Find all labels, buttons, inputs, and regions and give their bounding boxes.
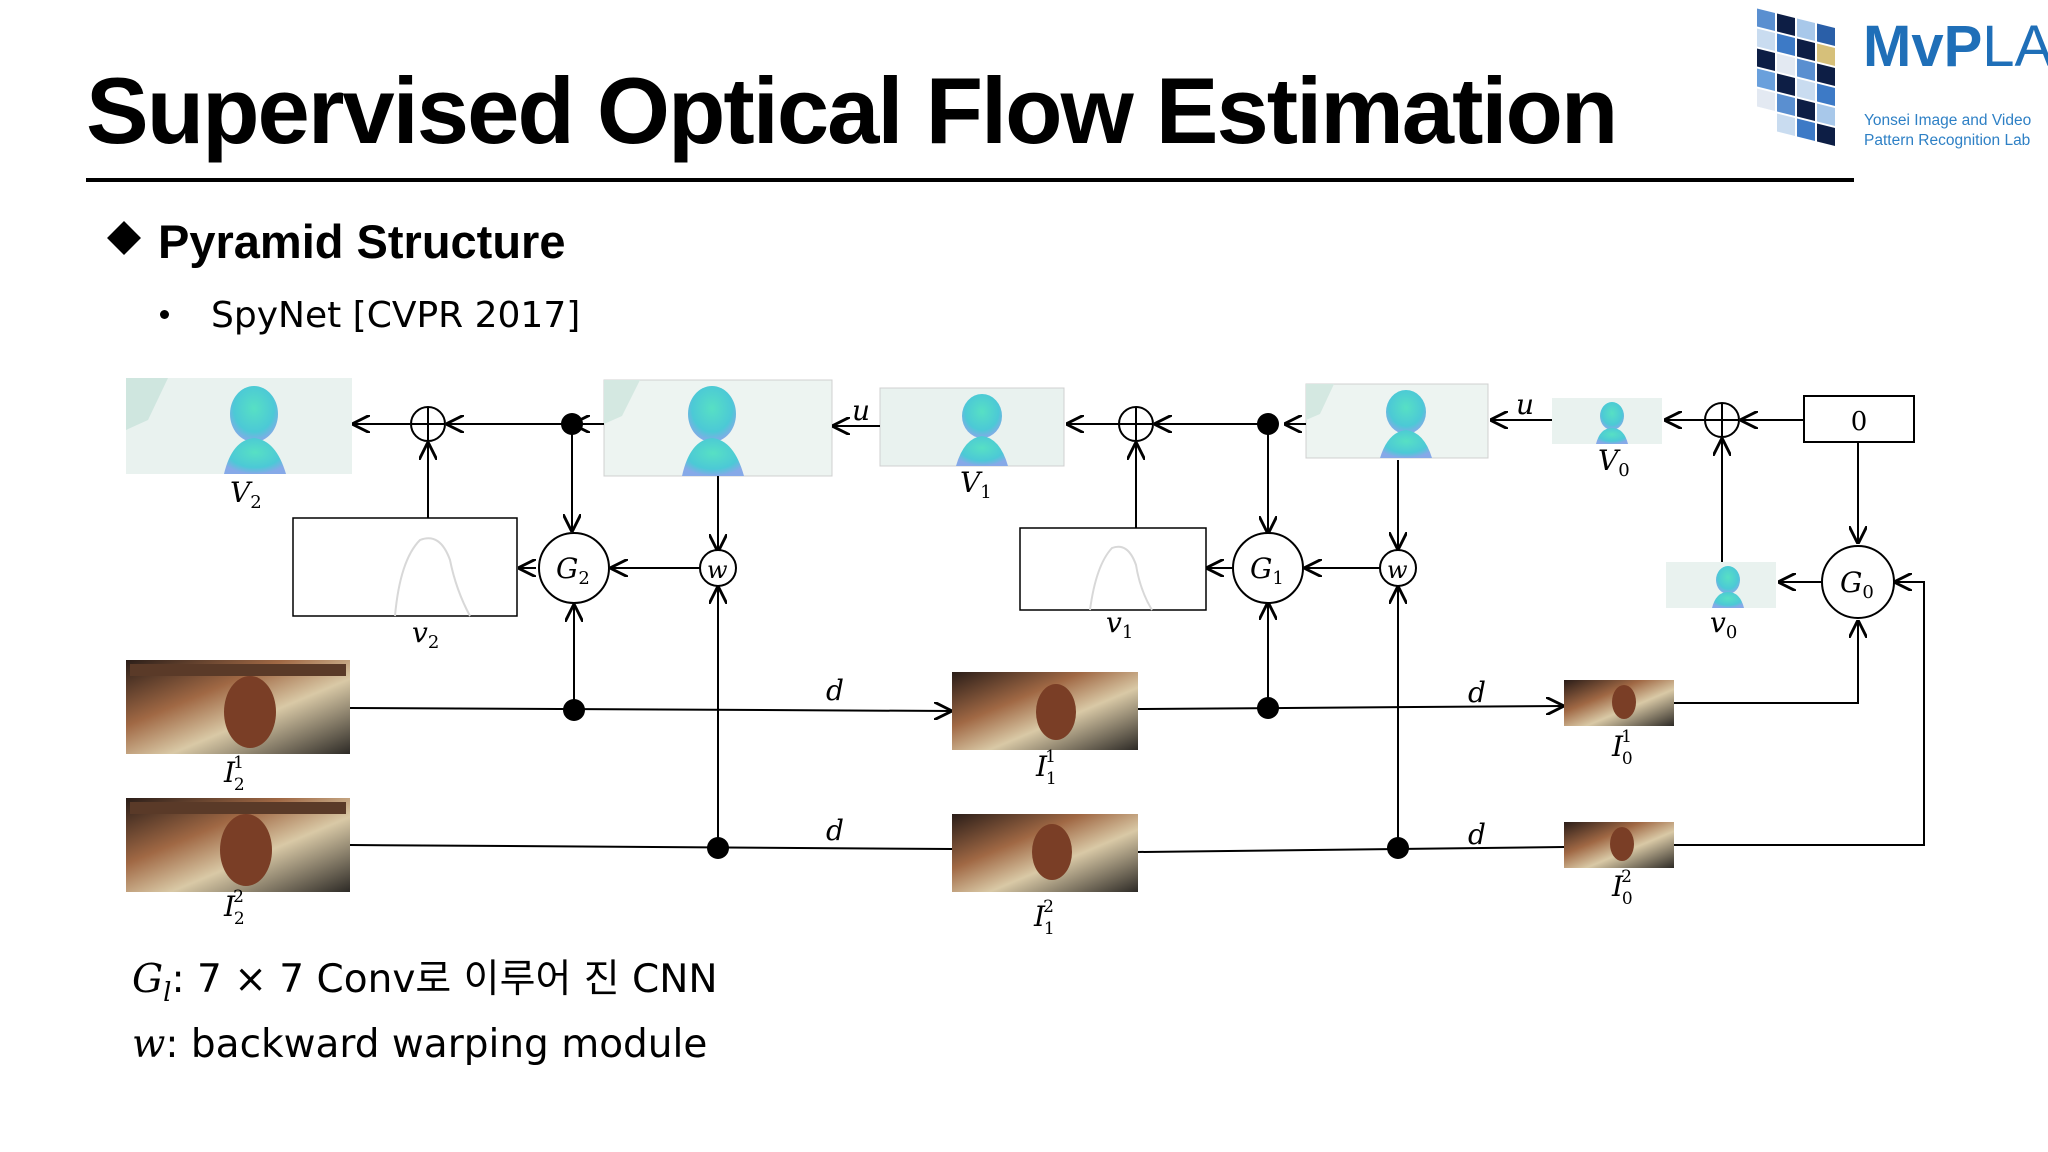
cnn-nodes bbox=[538, 532, 1895, 619]
svg-text:0: 0 bbox=[1851, 407, 1868, 437]
logo-subtitle-2: Pattern Recognition Lab bbox=[1864, 132, 2031, 149]
label-d-4: d bbox=[1468, 818, 1486, 851]
logo-wordmark: MvPLAB bbox=[1863, 14, 2048, 79]
label-G0: G0 bbox=[1840, 566, 1874, 603]
frame-I2-2 bbox=[126, 798, 350, 892]
title-underline bbox=[86, 178, 1854, 182]
note-w: w: backward warping module bbox=[132, 1021, 708, 1067]
section-heading: Pyramid Structure bbox=[106, 218, 565, 265]
residual-image-v1 bbox=[1019, 527, 1207, 611]
flow-image-V0 bbox=[1552, 398, 1662, 444]
frame-I0-2 bbox=[1564, 822, 1674, 868]
label-V0: V0 bbox=[1598, 444, 1630, 481]
zero-box: 0 bbox=[1803, 395, 1915, 443]
label-v1: v1 bbox=[1106, 606, 1133, 643]
warp-nodes bbox=[699, 549, 1417, 587]
diagram-notes: Gl: 7 × 7 Conv로 이루어 진 CNN w: backward wa… bbox=[132, 954, 718, 1071]
label-w-1: w bbox=[1387, 556, 1408, 584]
frame-I1-1 bbox=[952, 672, 1138, 750]
bullet-item: SpyNet [CVPR 2017] bbox=[160, 298, 580, 334]
label-d-2: d bbox=[826, 814, 844, 847]
bullet-dot-icon bbox=[160, 310, 169, 319]
label-u-1: u bbox=[1516, 388, 1534, 421]
sum-nodes bbox=[410, 402, 1740, 442]
logo-subtitle-1: Yonsei Image and Video bbox=[1864, 112, 2032, 129]
slide-title: Supervised Optical Flow Estimation bbox=[86, 58, 1618, 163]
lab-logo: MvPLAB Yonsei Image and Video Pattern Re… bbox=[1755, 8, 2048, 176]
flow-image-u1 bbox=[1305, 383, 1489, 459]
flow-image-v0 bbox=[1666, 562, 1776, 608]
label-v2: v2 bbox=[412, 616, 439, 653]
frame-I0-1 bbox=[1564, 680, 1674, 726]
label-V2: V2 bbox=[230, 476, 262, 513]
flow-image-V1 bbox=[879, 387, 1065, 467]
logo-mosaic-icon bbox=[1757, 8, 1835, 146]
label-d-3: d bbox=[1468, 676, 1486, 709]
spynet-diagram: 0 bbox=[126, 378, 1925, 939]
flow-image-u2 bbox=[603, 379, 833, 477]
label-u-2: u bbox=[852, 394, 870, 427]
note-gl: Gl: 7 × 7 Conv로 이루어 진 CNN bbox=[132, 957, 718, 1008]
label-v0: v0 bbox=[1710, 606, 1737, 643]
frame-I2-1 bbox=[126, 660, 350, 754]
label-w-2: w bbox=[707, 556, 728, 584]
junction-dots bbox=[561, 413, 1409, 859]
label-G1: G1 bbox=[1250, 552, 1284, 589]
frame-I1-2 bbox=[952, 814, 1138, 892]
flow-image-V2 bbox=[126, 378, 352, 474]
diamond-bullet-icon bbox=[107, 221, 141, 255]
label-G2: G2 bbox=[556, 552, 590, 589]
residual-image-v2 bbox=[292, 517, 518, 617]
label-d-1: d bbox=[826, 674, 844, 707]
label-V1: V1 bbox=[960, 466, 992, 503]
